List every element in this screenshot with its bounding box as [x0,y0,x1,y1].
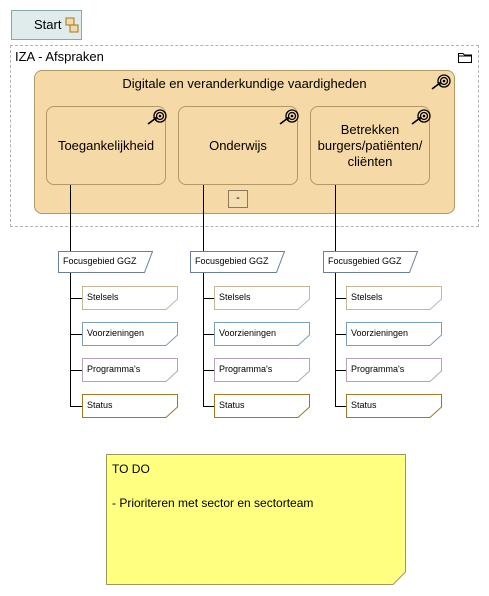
goal-betrekken-burgers[interactable]: Betrekken burgers/patiënten/ cliënten [310,106,431,185]
start-label: Start [34,17,62,32]
status-label: Status [87,400,113,410]
programmas-label: Programma's [219,364,273,374]
goal-toegankelijkheid[interactable]: Toegankelijkheid [46,106,167,185]
folder-icon [458,53,472,63]
status-item[interactable]: Status [214,394,310,418]
programmas-item[interactable]: Programma's [346,358,442,382]
stelsels-label: Stelsels [87,292,119,302]
voorzieningen-label: Voorzieningen [351,328,409,338]
connector-line [335,370,346,371]
focus-header[interactable]: Focusgebied GGZ [190,251,285,273]
connector-line [203,370,214,371]
goal-target-icon [279,109,299,125]
collapse-button[interactable]: - [228,190,248,208]
goal-target-icon [431,74,451,90]
goal-target-icon [147,109,167,125]
goal-label: Betrekken burgers/patiënten/ cliënten [317,121,423,169]
connector-line [70,298,82,299]
connector-line [335,185,336,251]
voorzieningen-item[interactable]: Voorzieningen [82,322,178,346]
goal-onderwijs[interactable]: Onderwijs [178,106,299,185]
stelsels-label: Stelsels [219,292,251,302]
process-start-icon [65,17,79,33]
connector-line [203,406,214,407]
note-body: - Prioriteren met sector en sectorteam [112,496,314,510]
voorzieningen-item[interactable]: Voorzieningen [346,322,442,346]
programmas-item[interactable]: Programma's [214,358,310,382]
connector-line [70,334,82,335]
programmas-label: Programma's [87,364,141,374]
connector-line [335,273,336,406]
status-label: Status [219,400,245,410]
programmas-label: Programma's [351,364,405,374]
connector-line [70,370,82,371]
goal-title: Digitale en veranderkundige vaardigheden [122,76,367,91]
start-event[interactable]: Start [11,10,82,40]
focus-header[interactable]: Focusgebied GGZ [58,251,153,273]
connector-line [70,185,71,251]
focus-header-label: Focusgebied GGZ [195,256,269,266]
status-label: Status [351,400,377,410]
focus-header-label: Focusgebied GGZ [328,256,402,266]
voorzieningen-item[interactable]: Voorzieningen [214,322,310,346]
connector-line [70,273,71,406]
group-title: IZA - Afspraken [15,49,104,64]
focus-header[interactable]: Focusgebied GGZ [323,251,418,273]
connector-line [70,406,82,407]
note-title: TO DO [112,462,150,476]
focus-header-label: Focusgebied GGZ [63,256,137,266]
status-item[interactable]: Status [82,394,178,418]
connector-line [203,273,204,406]
stelsels-item[interactable]: Stelsels [214,286,310,310]
voorzieningen-label: Voorzieningen [219,328,277,338]
goal-label: Onderwijs [209,137,267,153]
stelsels-label: Stelsels [351,292,383,302]
voorzieningen-label: Voorzieningen [87,328,145,338]
connector-line [203,185,204,251]
connector-line [335,298,346,299]
stelsels-item[interactable]: Stelsels [346,286,442,310]
connector-line [335,334,346,335]
connector-line [335,406,346,407]
connector-line [203,334,214,335]
goal-label: Toegankelijkheid [57,137,155,153]
stelsels-item[interactable]: Stelsels [82,286,178,310]
todo-note[interactable]: TO DO - Prioriteren met sector en sector… [106,454,406,585]
connector-line [203,298,214,299]
goal-target-icon [411,109,431,125]
status-item[interactable]: Status [346,394,442,418]
programmas-item[interactable]: Programma's [82,358,178,382]
